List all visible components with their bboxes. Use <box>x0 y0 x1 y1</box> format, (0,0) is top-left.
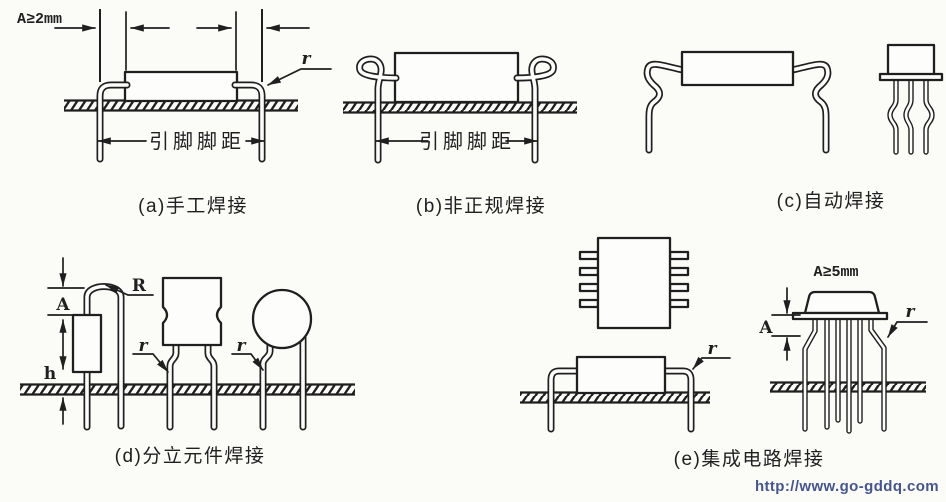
cap-bend-label-d: r <box>139 336 149 356</box>
dip-pin <box>578 298 600 309</box>
clearance-dimension-d: A h <box>44 257 85 425</box>
side-lead-right <box>660 367 695 433</box>
caption-e: (e)集成电路焊接 <box>674 448 825 470</box>
crimped-lead-left-c <box>643 60 687 154</box>
can-leg-flared-left <box>802 316 818 432</box>
loop-lead <box>83 283 125 430</box>
clearance-dimension-a: A≥2mm <box>17 9 310 82</box>
to-can-ic-e <box>791 290 889 434</box>
caption-d: (d)分立元件焊接 <box>115 445 266 467</box>
dip-pin <box>668 298 690 309</box>
cap-bend-callout-d: r <box>132 336 169 373</box>
component-body-b <box>393 51 520 104</box>
dip-pin <box>578 250 600 261</box>
pitch-dimension-b: 引脚脚距 <box>375 130 538 153</box>
can-body <box>803 290 881 315</box>
bend-radius-callout-a: r <box>267 49 332 86</box>
disc-capacitor-d <box>251 288 313 431</box>
standoff-label-d: h <box>44 364 56 384</box>
transistor-leg-3 <box>923 77 935 155</box>
dip-pin <box>578 266 600 277</box>
disc-bend-label-d: r <box>237 336 247 356</box>
clearance-label-d: A <box>55 295 70 315</box>
lead-left-b <box>356 55 400 164</box>
watermark-url: http://www.go-gddq.com <box>754 478 939 495</box>
side-bend-label-e: r <box>708 339 718 359</box>
cap-lead-right <box>204 341 218 431</box>
dip-pin <box>668 250 690 261</box>
clearance-dimension-e: A≥5mm A <box>758 264 859 361</box>
transistor-leg-1 <box>887 77 899 155</box>
can-leg-flared-right <box>868 316 887 432</box>
figure-e-ic-soldering: r <box>520 236 928 470</box>
side-lead-left <box>547 367 582 433</box>
side-bend-callout-e: r <box>692 339 731 370</box>
crimped-lead-right-c <box>788 60 832 154</box>
capacitor-body-d <box>161 276 223 347</box>
cap-lead-left <box>166 341 180 431</box>
caption-b: (b)非正规焊接 <box>416 195 546 217</box>
caption-a: (a)手工焊接 <box>138 195 248 217</box>
figure-a-manual-soldering: A≥2mm r 引脚脚距 (a)手工焊接 <box>17 9 332 217</box>
can-bend-callout-e: r <box>887 302 928 338</box>
dip-pin <box>668 266 690 277</box>
disc-lead-left <box>259 332 274 431</box>
bend-radius-label-a: r <box>302 49 312 69</box>
caption-c: (c)自动焊接 <box>777 190 886 212</box>
disc-bend-callout-d: r <box>231 336 264 371</box>
dip-pin <box>578 282 600 293</box>
side-view-body <box>575 355 667 395</box>
lead-right-a <box>231 81 266 163</box>
can-bend-label-e: r <box>906 302 916 322</box>
pitch-dimension-a: 引脚脚距 <box>97 130 265 153</box>
transistor-flange <box>878 72 944 82</box>
can-flange <box>791 311 889 321</box>
dip-body <box>596 236 672 330</box>
transistor-body <box>886 43 936 77</box>
component-body-a <box>123 70 239 103</box>
lead-left-a <box>96 81 131 163</box>
clearance-label-e: A <box>758 318 773 338</box>
pcb-board-d <box>20 383 355 396</box>
loop-radius-callout-d: R <box>105 276 154 296</box>
resistor-body-c <box>680 50 795 87</box>
pitch-label-a: 引脚脚距 <box>149 130 245 153</box>
clearance-note-e: A≥5mm <box>813 264 858 281</box>
transistor-leg-2 <box>903 77 914 155</box>
side-view-component-e <box>547 355 695 433</box>
clearance-label-a: A≥2mm <box>17 11 62 28</box>
vertical-resistor-d <box>71 283 125 431</box>
figure-d-discrete-components: A h R r <box>20 257 355 467</box>
disc-body-d <box>251 288 313 350</box>
lead-right-b <box>513 55 557 164</box>
loop-radius-label-d: R <box>132 276 147 296</box>
transistor-c <box>878 43 944 155</box>
dip-ic-top-view-e <box>578 236 690 330</box>
electrolytic-capacitor-d <box>161 276 223 431</box>
figure-c-automatic-soldering: (c)自动焊接 <box>643 43 944 212</box>
resistor-body-d <box>71 313 103 374</box>
figure-b-informal-soldering: 引脚脚距 (b)非正规焊接 <box>343 51 577 217</box>
dip-pin <box>668 282 690 293</box>
pitch-label-b: 引脚脚距 <box>419 130 515 153</box>
